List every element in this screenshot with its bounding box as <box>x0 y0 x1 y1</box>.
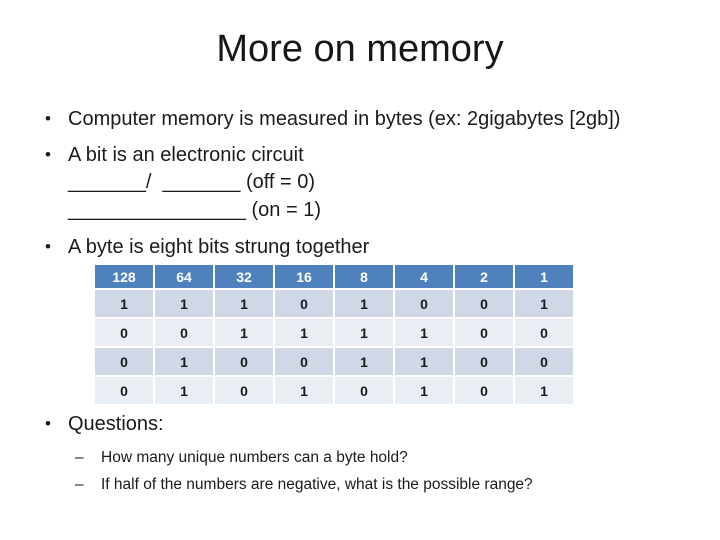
table-header-cell: 16 <box>275 265 333 288</box>
table-cell: 0 <box>95 319 153 346</box>
table-header-cell: 1 <box>515 265 573 288</box>
table-cell: 0 <box>515 319 573 346</box>
blank-line-on-equals-1: ________________ (on = 1) <box>68 199 322 221</box>
table-cell: 1 <box>155 377 213 404</box>
table-cell: 1 <box>155 348 213 375</box>
table-cell: 1 <box>215 319 273 346</box>
table-cell: 0 <box>455 319 513 346</box>
table-header-cell: 128 <box>95 265 153 288</box>
table-cell: 1 <box>155 290 213 317</box>
bullet-dot-icon: • <box>45 414 51 433</box>
table-header-row: 128 64 32 16 8 4 2 1 <box>95 265 573 288</box>
table-cell: 0 <box>515 348 573 375</box>
table-header-cell: 64 <box>155 265 213 288</box>
blank-line-off-equals-0: _______/ _______ (off = 0) <box>68 171 316 193</box>
table-cell: 1 <box>275 377 333 404</box>
table-cell: 0 <box>95 348 153 375</box>
table-cell: 0 <box>155 319 213 346</box>
table-cell: 0 <box>275 348 333 375</box>
dash-bullet-icon: – <box>75 449 84 466</box>
table-cell: 0 <box>455 348 513 375</box>
table-header-cell: 2 <box>455 265 513 288</box>
bullet-item-byte-eight-bits: • A byte is eight bits strung together <box>45 235 369 259</box>
table-row: 0 0 1 1 1 1 0 0 <box>95 319 573 346</box>
slide-title: More on memory <box>216 28 504 70</box>
bullet-text: Computer memory is measured in bytes (ex… <box>68 108 621 130</box>
table-cell: 0 <box>335 377 393 404</box>
sub-bullet-text: How many unique numbers can a byte hold? <box>101 449 408 466</box>
table-cell: 1 <box>395 348 453 375</box>
table-cell: 1 <box>335 290 393 317</box>
bullet-item-questions: • Questions: <box>45 412 164 436</box>
table-row: 0 1 0 0 1 1 0 0 <box>95 348 573 375</box>
table-cell: 0 <box>455 377 513 404</box>
table-cell: 1 <box>215 290 273 317</box>
binary-place-value-table: 128 64 32 16 8 4 2 1 1 1 1 0 1 0 0 1 <box>93 263 575 406</box>
table-row: 1 1 1 0 1 0 0 1 <box>95 290 573 317</box>
bullet-text: A bit is an electronic circuit <box>68 144 304 166</box>
table-cell: 0 <box>215 377 273 404</box>
bullet-text: A byte is eight bits strung together <box>68 236 370 258</box>
sub-bullet-negative-range: – If half of the numbers are negative, w… <box>75 475 533 494</box>
bullet-text: Questions: <box>68 413 164 435</box>
table-cell: 1 <box>275 319 333 346</box>
table-row: 0 1 0 1 0 1 0 1 <box>95 377 573 404</box>
bullet-item-bit-circuit: • A bit is an electronic circuit <box>45 143 304 167</box>
bullet-dot-icon: • <box>45 237 51 256</box>
table-header-cell: 8 <box>335 265 393 288</box>
table-cell: 1 <box>515 377 573 404</box>
table-cell: 1 <box>95 290 153 317</box>
table-header-cell: 4 <box>395 265 453 288</box>
table-cell: 1 <box>335 319 393 346</box>
sub-bullet-unique-numbers: – How many unique numbers can a byte hol… <box>75 448 408 467</box>
table-cell: 1 <box>515 290 573 317</box>
bullet-item-memory-bytes: • Computer memory is measured in bytes (… <box>45 107 620 131</box>
bullet-dot-icon: • <box>45 109 51 128</box>
table-cell: 1 <box>395 319 453 346</box>
bullet-dot-icon: • <box>45 145 51 164</box>
table-cell: 1 <box>395 377 453 404</box>
table-cell: 0 <box>455 290 513 317</box>
sub-bullet-text: If half of the numbers are negative, wha… <box>101 476 533 493</box>
table-cell: 1 <box>335 348 393 375</box>
table-header-cell: 32 <box>215 265 273 288</box>
table-cell: 0 <box>95 377 153 404</box>
table-cell: 0 <box>395 290 453 317</box>
table-cell: 0 <box>275 290 333 317</box>
table-cell: 0 <box>215 348 273 375</box>
dash-bullet-icon: – <box>75 476 84 493</box>
